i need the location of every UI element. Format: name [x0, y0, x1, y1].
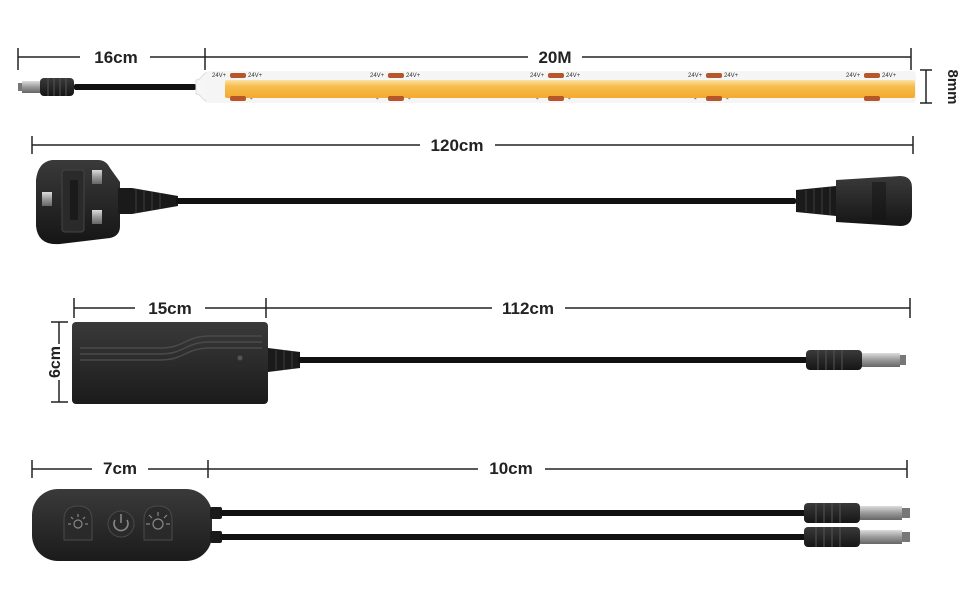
strip-width-label: 8mm: [944, 69, 961, 104]
marking-minus-label: -: [726, 94, 729, 103]
controller-dc-connector-top: [804, 503, 910, 523]
controller-body-dimension: 7cm: [31, 459, 209, 478]
solder-pad: [230, 73, 246, 78]
solder-pad: [388, 73, 404, 78]
controller-row: 7cm 10cm: [31, 459, 910, 561]
marking-voltage-label: 24V+: [530, 73, 545, 79]
sun-large-icon: [146, 512, 170, 530]
marking-minus-label: -: [376, 94, 379, 103]
marking-voltage-label: 24V+: [846, 73, 861, 79]
adapter-led-indicator: [237, 355, 243, 361]
controller-cable-length-label: 10cm: [489, 459, 532, 478]
strip-length-label: 20M: [538, 48, 571, 67]
controller-dc-connector-bottom: [804, 527, 910, 547]
marking-minus-label: -: [408, 94, 411, 103]
iec-strain-relief-ribs: [805, 187, 831, 215]
plug-strain-relief-ribs: [135, 189, 161, 213]
adapter-cable: [298, 357, 808, 363]
dim-down-button[interactable]: [63, 505, 93, 541]
solder-pad: [230, 96, 246, 101]
marking-minus-label: -: [568, 94, 571, 103]
adapter-ridges: [80, 335, 262, 361]
controller-output-grommet: [210, 507, 222, 519]
solder-pad: [388, 96, 404, 101]
power-icon: [113, 514, 129, 532]
power-button[interactable]: [107, 510, 135, 538]
adapter-width-dimension: 6cm: [47, 321, 68, 403]
strip-row: 16cm 20M 8mm 24V+ 24V+: [17, 48, 961, 105]
strip-width-dimension: 8mm: [920, 69, 961, 105]
uk-plug: [36, 160, 120, 245]
strip-led-lens: [225, 80, 915, 98]
marking-voltage-label: 24V+: [724, 73, 739, 79]
controller-cable-top: [220, 510, 808, 516]
strip-cable-dimension: 16cm: [17, 48, 206, 70]
solder-pad: [706, 96, 722, 101]
adapter-dc-connector: [806, 350, 906, 370]
iec-connector-grip: [872, 182, 886, 220]
adapter-body-length-label: 15cm: [148, 299, 191, 318]
strip-cable-length-label: 16cm: [94, 48, 137, 67]
dim-up-button[interactable]: [143, 505, 173, 541]
marking-voltage-label: 24V+: [370, 73, 385, 79]
strip-markings: 24V+ 24V+ - 24V+ 24V+ - - 24V+ 24V+ -: [212, 73, 897, 103]
controller-cable-bottom: [220, 534, 808, 540]
adapter-row: 15cm 112cm 6cm: [47, 298, 911, 404]
solder-pad: [864, 96, 880, 101]
marking-voltage-label: 24V+: [406, 73, 421, 79]
plug-strain-relief: [118, 188, 178, 214]
power-cord-dimension: 120cm: [31, 136, 914, 155]
power-cord-length-label: 120cm: [431, 136, 484, 155]
marking-voltage-label: 24V+: [882, 73, 897, 79]
adapter-width-label: 6cm: [47, 346, 64, 378]
controller-cable-dimension: 10cm: [208, 459, 908, 478]
controller-input-grommet: [210, 531, 222, 543]
marking-voltage-label: 24V+: [566, 73, 581, 79]
marking-voltage-label: 24V+: [688, 73, 703, 79]
marking-voltage-label: 24V+: [212, 73, 227, 79]
adapter-body: [72, 322, 268, 404]
strip-cable: [74, 84, 196, 90]
power-cord-row: 120cm: [31, 136, 914, 245]
solder-pad: [548, 73, 564, 78]
adapter-cable-dimension: 112cm: [266, 298, 911, 318]
adapter-cable-length-label: 112cm: [502, 299, 554, 318]
solder-pad: [548, 96, 564, 101]
strip-length-dimension: 20M: [205, 48, 912, 70]
power-cord-cable: [176, 198, 796, 204]
sun-small-icon: [68, 514, 88, 529]
adapter-strain-relief-ribs: [275, 350, 293, 370]
marking-voltage-label: 24V+: [248, 73, 263, 79]
solder-pad: [864, 73, 880, 78]
marking-minus-label: -: [536, 94, 539, 103]
adapter-body-dimension: 15cm: [73, 298, 267, 318]
solder-pad: [706, 73, 722, 78]
controller-body-length-label: 7cm: [103, 459, 137, 478]
marking-minus-label: -: [250, 94, 253, 103]
marking-minus-label: -: [694, 94, 697, 103]
strip-dc-connector: [17, 77, 75, 97]
